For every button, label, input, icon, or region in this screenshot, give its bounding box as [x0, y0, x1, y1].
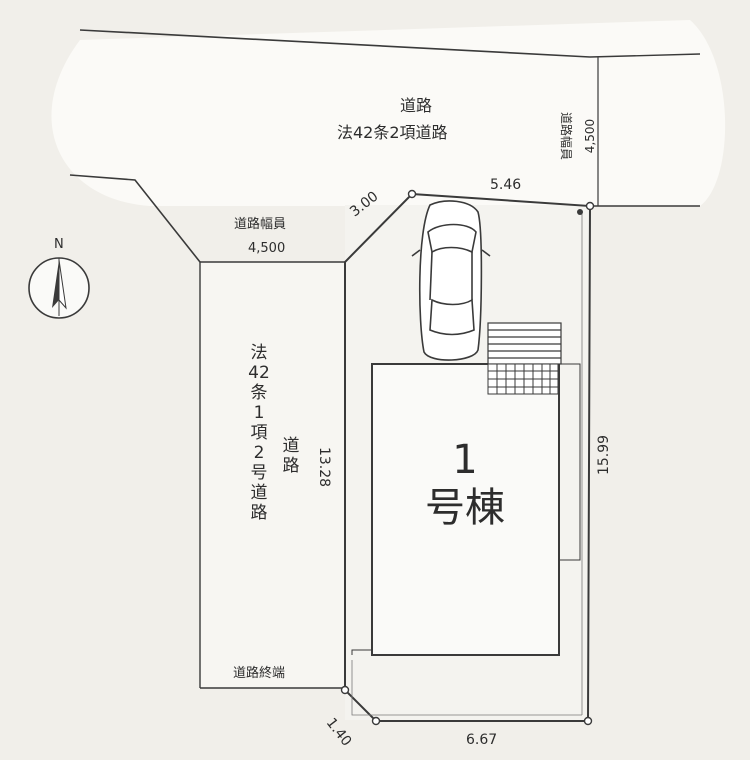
- north-road-width-value: 4,500: [583, 118, 597, 154]
- boundary-marker: [577, 209, 583, 215]
- dim-north-edge: 5.46: [490, 177, 522, 193]
- west-road-class-col2: 道路: [282, 436, 300, 476]
- building-footprint: [371, 363, 560, 656]
- building-label-text: 号棟: [425, 485, 505, 531]
- dim-east-edge: 15.99: [596, 434, 612, 476]
- lot-corner: [583, 716, 593, 726]
- building-label: 号棟: [415, 485, 515, 531]
- dim-west-edge: 13.28: [316, 446, 332, 488]
- compass-north-label: N: [54, 237, 64, 252]
- west-road-area: [200, 262, 345, 688]
- building-south-step: [351, 649, 373, 655]
- dim-south-edge: 6.67: [466, 732, 498, 748]
- lot-corner: [340, 685, 350, 695]
- building-number: 1: [452, 437, 478, 483]
- north-road-upper-line-east: [589, 53, 701, 58]
- west-road-class-col1: 法42条1項2号道路: [248, 343, 270, 523]
- north-road-area: [51, 20, 726, 206]
- entrance-grid: [487, 363, 559, 395]
- lot-corner: [407, 189, 417, 199]
- west-road-width-label: 道路幅員: [234, 217, 287, 232]
- building-porch: [559, 363, 581, 561]
- north-road-width-label: 道路幅員: [559, 111, 573, 160]
- west-road-end-label: 道路終端: [233, 666, 286, 681]
- west-road-width-value: 4,500: [248, 241, 286, 256]
- compass-icon: [28, 257, 90, 319]
- lot-corner: [371, 716, 381, 726]
- north-road-class: 法42条2項道路: [337, 123, 448, 142]
- entrance-stairs: [487, 322, 562, 365]
- car-icon: [411, 200, 491, 361]
- north-road-upper-line: [79, 29, 591, 58]
- north-road-west-line: [69, 174, 201, 263]
- lot-corner: [585, 201, 595, 211]
- lot-inner-south-line: [351, 660, 582, 716]
- north-road-title: 道路: [400, 96, 433, 115]
